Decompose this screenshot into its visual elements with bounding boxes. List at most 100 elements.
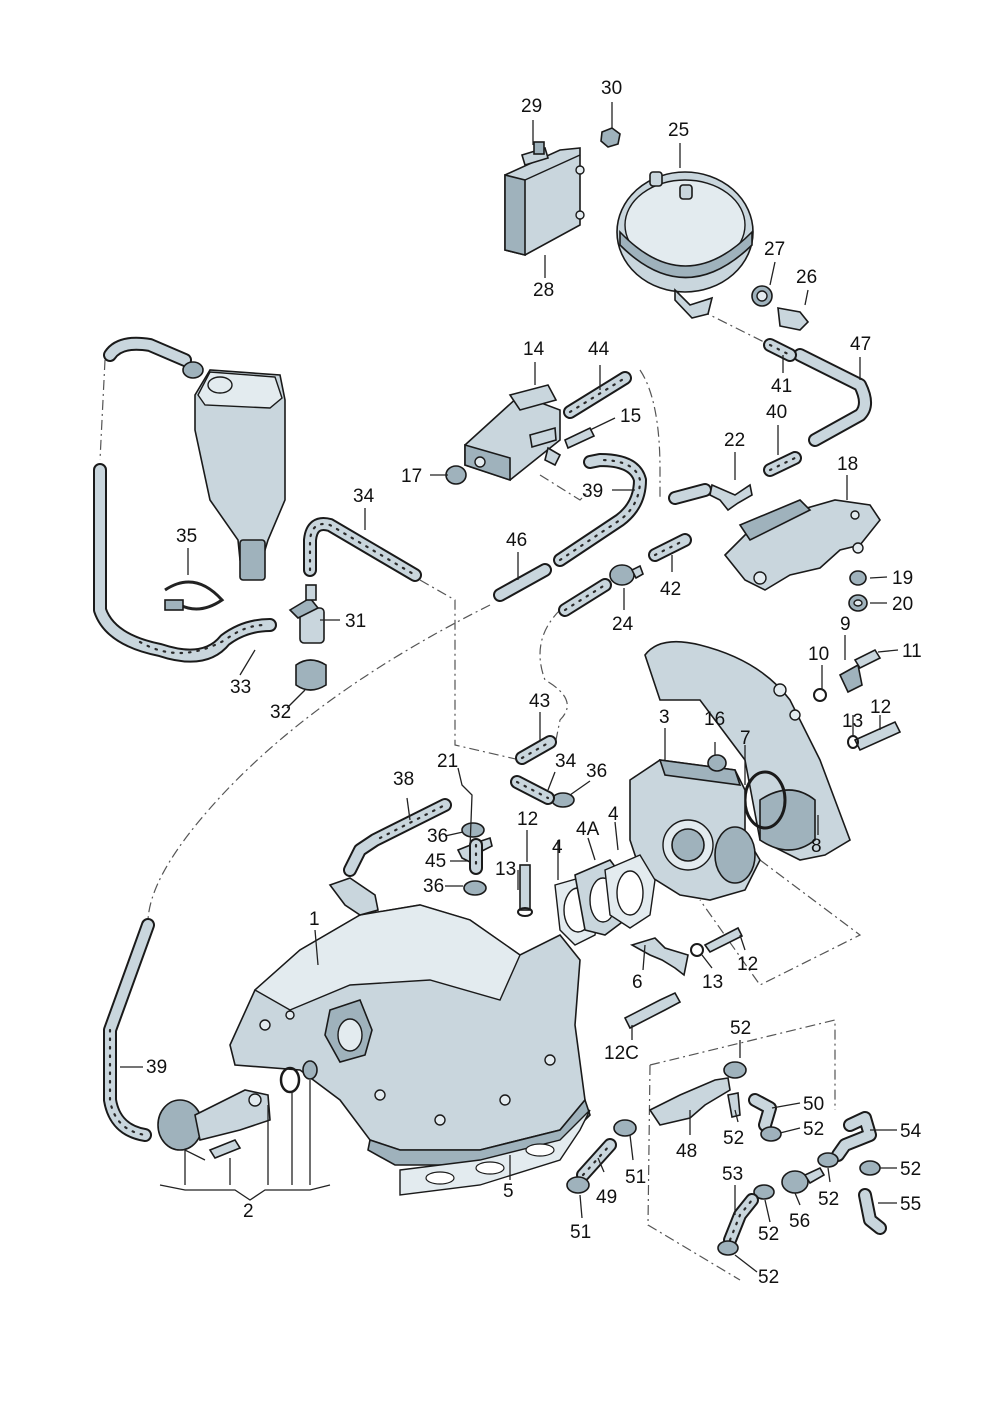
- part-52-fitting: [727, 1092, 741, 1118]
- part-17-plug: [445, 465, 467, 485]
- part-35-clamp: [164, 580, 225, 611]
- part-8-intake-duct: [644, 640, 851, 861]
- part-12-bolt-lower: [703, 926, 744, 954]
- callout-56: 56: [789, 1211, 810, 1232]
- part-10-oring: [813, 688, 827, 702]
- callout-4A: 4A: [576, 819, 600, 840]
- part-2-actuator: [157, 1089, 271, 1151]
- callout-30: 30: [601, 78, 622, 99]
- part-47-hose: [793, 348, 872, 447]
- callout-10: 10: [808, 644, 829, 665]
- part-52-clamp-a: [723, 1061, 747, 1079]
- part-42-hose: [648, 533, 692, 562]
- part-24-check-valve: [558, 564, 644, 617]
- part-2-bolt: [208, 1139, 242, 1159]
- part-15-screw: [563, 426, 596, 450]
- callout-49: 49: [596, 1187, 617, 1208]
- callout-22: 22: [724, 430, 745, 451]
- callout-52-f: 52: [758, 1224, 779, 1245]
- part-39-hose-upper: [553, 453, 647, 567]
- part-11-screw: [853, 648, 882, 670]
- callout-43: 43: [529, 691, 550, 712]
- callout-45: 45: [425, 851, 446, 872]
- part-32-cap: [295, 659, 327, 691]
- callout-26: 26: [796, 267, 817, 288]
- part-50-hose: [748, 1093, 777, 1132]
- part-27-grommet: [751, 285, 773, 307]
- part-52-clamp-d: [817, 1152, 839, 1168]
- callout-51-a: 51: [625, 1167, 646, 1188]
- part-1-intake-manifold: [229, 904, 591, 1166]
- callout-39-upper: 39: [582, 481, 603, 502]
- callout-38: 38: [393, 769, 414, 790]
- callout-12-lower: 12: [737, 954, 758, 975]
- callout-9: 9: [840, 614, 851, 635]
- callout-12-middle: 12: [517, 809, 538, 830]
- callout-1: 1: [309, 909, 320, 930]
- callout-36-a: 36: [586, 761, 607, 782]
- callout-19: 19: [892, 568, 913, 589]
- callout-27: 27: [764, 239, 785, 260]
- part-40-hose: [763, 451, 802, 477]
- callout-41: 41: [771, 376, 792, 397]
- callout-47: 47: [850, 334, 871, 355]
- part-2-oring: [279, 1066, 301, 1094]
- part-46-hose: [493, 563, 552, 602]
- callout-32: 32: [270, 702, 291, 723]
- callout-5: 5: [503, 1181, 514, 1202]
- callout-33: 33: [230, 677, 251, 698]
- part-5-gasket: [399, 1109, 591, 1196]
- callout-7: 7: [740, 728, 751, 749]
- part-34-hose-lower: [510, 775, 555, 805]
- part-12-stud: [519, 864, 531, 911]
- part-39-hose-lower: [103, 918, 155, 1142]
- part-44-hose: [563, 371, 632, 419]
- canister: [194, 369, 286, 581]
- part-2-fitting: [302, 1060, 318, 1080]
- callout-15: 15: [620, 406, 641, 427]
- part-51-clamp-b: [566, 1176, 590, 1194]
- part-2-bracket-line: [159, 1184, 331, 1201]
- part-48-fitting: [648, 1077, 731, 1126]
- part-30-nut: [600, 127, 621, 148]
- callout-24: 24: [612, 614, 634, 635]
- part-55-hose: [858, 1188, 887, 1235]
- part-28-bracket: [504, 147, 585, 257]
- callout-12C: 12C: [604, 1043, 639, 1064]
- part-53-hose: [723, 1193, 759, 1247]
- part-52-clamp-c: [859, 1160, 881, 1176]
- callout-13-right: 13: [842, 711, 863, 732]
- leader-lines: [120, 102, 899, 1273]
- part-19-grommet: [849, 570, 867, 586]
- part-18-bracket-plate: [723, 499, 881, 591]
- callout-labels: 29 30 25 28 27 26 47 41 40 22 18 19 20 1…: [146, 78, 922, 1288]
- part-38-hose: [343, 798, 452, 877]
- part-49-hose: [576, 1138, 617, 1182]
- callout-13-lower: 13: [702, 972, 723, 993]
- callout-31: 31: [345, 611, 366, 632]
- callout-12-right: 12: [870, 697, 891, 718]
- callout-52-g: 52: [758, 1267, 779, 1288]
- callout-50: 50: [803, 1094, 824, 1115]
- callout-25: 25: [668, 120, 689, 141]
- callout-34-lower: 34: [555, 751, 577, 772]
- part-12-bolt-right: [853, 720, 902, 752]
- part-29-bolt: [521, 141, 549, 166]
- part-36-clamp-a: [461, 822, 485, 838]
- callout-52-e: 52: [818, 1189, 839, 1210]
- part-31-valve: [288, 584, 325, 644]
- callout-35: 35: [176, 526, 197, 547]
- callout-16: 16: [704, 709, 725, 730]
- callout-39-lower: 39: [146, 1057, 167, 1078]
- part-22-y-piece: [668, 483, 753, 512]
- part-52-clamp-b: [760, 1126, 782, 1142]
- part-25-vacuum-reservoir: [616, 171, 754, 319]
- callout-52-b: 52: [803, 1119, 824, 1140]
- part-20-grommet: [848, 594, 868, 612]
- callout-21: 21: [437, 751, 458, 772]
- callout-53: 53: [722, 1164, 743, 1185]
- callout-11: 11: [902, 641, 922, 662]
- callout-52-d: 52: [900, 1159, 921, 1180]
- callout-18: 18: [837, 454, 858, 475]
